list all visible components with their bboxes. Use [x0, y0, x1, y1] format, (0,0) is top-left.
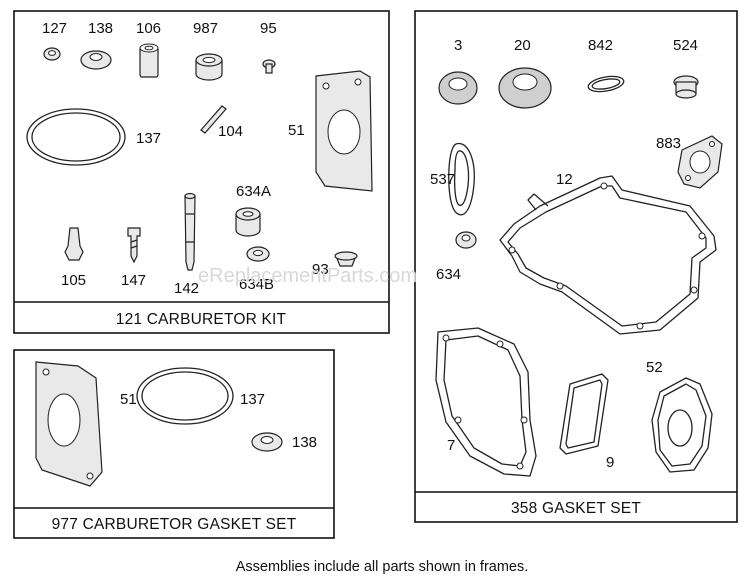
part-3-seal — [438, 71, 478, 105]
label-g537: 537 — [430, 171, 455, 188]
part-104-pin — [200, 105, 227, 134]
part-142-nozzle — [184, 192, 196, 271]
part-883-gasket — [677, 135, 723, 189]
label-51: 51 — [288, 122, 305, 139]
label-95: 95 — [260, 20, 277, 37]
label-137: 137 — [136, 130, 161, 147]
label-g883: 883 — [656, 135, 681, 152]
part-20-seal — [498, 67, 552, 109]
part-51-gasket-set — [35, 361, 103, 487]
part-634a-spacer — [235, 207, 261, 237]
label-s138: 138 — [292, 434, 317, 451]
part-95-screw — [262, 59, 276, 74]
part-147-screw — [127, 227, 141, 264]
part-52-gasket — [651, 377, 713, 473]
part-987-spacer — [195, 53, 223, 81]
label-g9: 9 — [606, 454, 614, 471]
carburetor-gasket-set-frame: 977 CARBURETOR GASKET SET — [13, 349, 335, 539]
gasket-set-title: 358 GASKET SET — [511, 500, 641, 517]
label-g52: 52 — [646, 359, 663, 376]
part-9-gasket — [559, 373, 609, 455]
part-524-plug — [673, 75, 699, 99]
footer-note: Assemblies include all parts shown in fr… — [236, 559, 529, 575]
part-127-washer — [43, 47, 61, 61]
label-634a: 634A — [236, 183, 271, 200]
part-51-gasket — [315, 70, 373, 192]
part-634-seal — [455, 231, 477, 249]
label-g12: 12 — [556, 171, 573, 188]
label-g3: 3 — [454, 37, 462, 54]
gasket-set-frame: 358 GASKET SET — [414, 10, 738, 523]
label-105: 105 — [61, 272, 86, 289]
label-g7: 7 — [447, 437, 455, 454]
label-g20: 20 — [514, 37, 531, 54]
label-g842: 842 — [588, 37, 613, 54]
label-g634: 634 — [436, 266, 461, 283]
label-106: 106 — [136, 20, 161, 37]
part-137-oring-set — [136, 367, 234, 425]
label-142: 142 — [174, 280, 199, 297]
label-104: 104 — [218, 123, 243, 140]
carburetor-gasket-set-title: 977 CARBURETOR GASKET SET — [52, 516, 297, 533]
part-106-bushing — [139, 43, 159, 78]
part-93-valve — [334, 251, 358, 267]
part-138-seal-set — [251, 432, 283, 452]
part-138-seal — [80, 50, 112, 70]
label-138: 138 — [88, 20, 113, 37]
carburetor-kit-frame: 121 CARBURETOR KIT — [13, 10, 390, 334]
part-7-head-gasket — [435, 327, 537, 477]
part-842-oring — [587, 75, 625, 93]
part-137-oring — [26, 108, 126, 166]
label-93: 93 — [312, 261, 329, 278]
label-g524: 524 — [673, 37, 698, 54]
label-987: 987 — [193, 20, 218, 37]
part-105-needle — [64, 227, 84, 261]
part-634b-washer — [246, 246, 270, 262]
label-147: 147 — [121, 272, 146, 289]
label-634b: 634B — [239, 276, 274, 293]
label-s51: 51 — [120, 391, 137, 408]
watermark: eReplacementParts.com — [198, 265, 417, 287]
label-127: 127 — [42, 20, 67, 37]
part-12-crankcase-gasket — [499, 175, 717, 335]
label-s137: 137 — [240, 391, 265, 408]
part-537-gasket — [448, 142, 475, 216]
carburetor-kit-title: 121 CARBURETOR KIT — [116, 311, 287, 328]
